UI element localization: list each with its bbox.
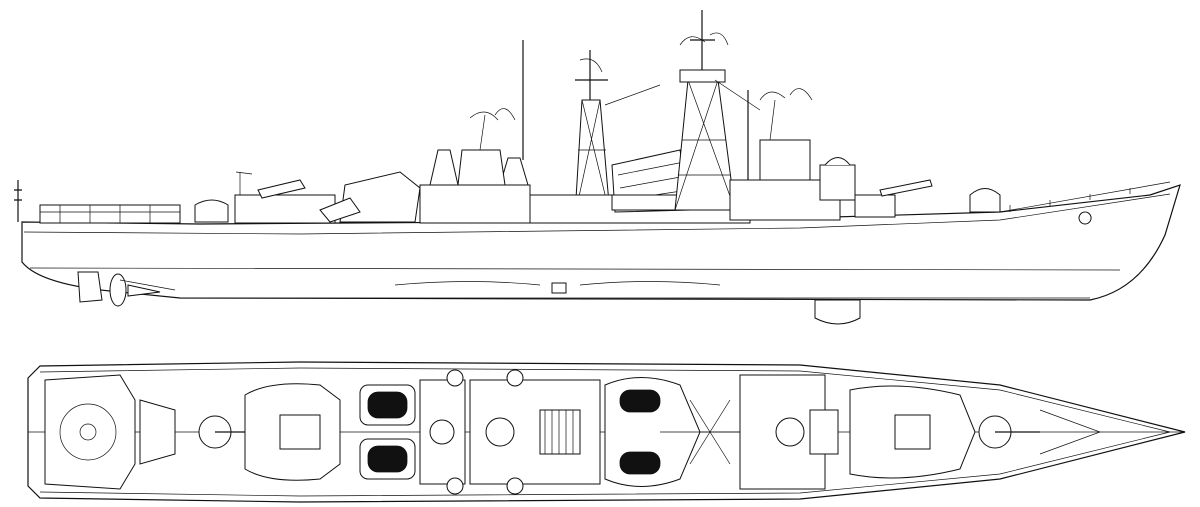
- helideck: [44, 374, 250, 490]
- midship-superstructure: [529, 149, 751, 224]
- sheer-line: [23, 193, 1171, 235]
- main-mast: [674, 10, 761, 211]
- aft-weapons-area: [244, 379, 466, 485]
- aft-superstructure: [234, 40, 531, 224]
- forward-superstructure: [729, 88, 1001, 221]
- hull-outline: [21, 184, 1181, 301]
- forward-deck: [739, 374, 1102, 490]
- stern-deck-equipment: [14, 180, 229, 224]
- aft-mast: [574, 50, 661, 216]
- hull-opening: [551, 282, 567, 294]
- midship-deck: [446, 369, 740, 495]
- railing: [999, 181, 1171, 213]
- bow-anchor: [1078, 211, 1092, 225]
- deck-outline: [27, 361, 1186, 503]
- bilge-keel: [394, 281, 721, 286]
- boot-topping: [29, 267, 1121, 271]
- side-profile-view: [14, 10, 1181, 325]
- sonar-dome: [814, 299, 861, 325]
- deck-edge-inner: [39, 367, 1171, 497]
- top-plan-view: [27, 361, 1186, 503]
- propeller-rudder: [77, 271, 176, 307]
